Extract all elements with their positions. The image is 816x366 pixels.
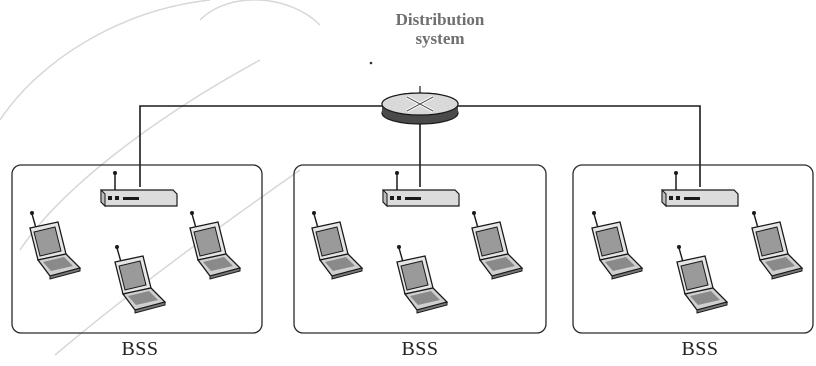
distribution-system-label-line2: system [415, 29, 465, 48]
network-lines [139, 105, 701, 187]
laptop-icon-2b [396, 244, 448, 314]
access-point-icon-2 [382, 170, 460, 207]
laptop-icon-1b [114, 244, 166, 314]
laptop-icon-1c [189, 210, 241, 280]
link-right [458, 105, 701, 187]
bss-box-3 [572, 164, 814, 334]
dot-mark [369, 61, 373, 65]
bss-label-1: BSS [121, 338, 159, 360]
access-point-icon-1 [100, 170, 178, 207]
bss-label-3: BSS [681, 338, 719, 360]
distribution-system-label: Distribution system [340, 10, 540, 48]
laptop-icon-3b [676, 244, 728, 314]
laptop-icon-2c [471, 210, 523, 280]
distribution-system-label-line1: Distribution [395, 10, 485, 29]
laptop-icon-3a [591, 210, 643, 280]
laptop-icon-2a [311, 210, 363, 280]
router-icon [381, 86, 459, 125]
bss-box-1 [11, 164, 263, 334]
bss-label-2: BSS [401, 338, 439, 360]
link-left [139, 105, 384, 187]
laptop-icon-1a [29, 210, 81, 280]
bss-box-2 [293, 164, 547, 334]
laptop-icon-3c [751, 210, 803, 280]
